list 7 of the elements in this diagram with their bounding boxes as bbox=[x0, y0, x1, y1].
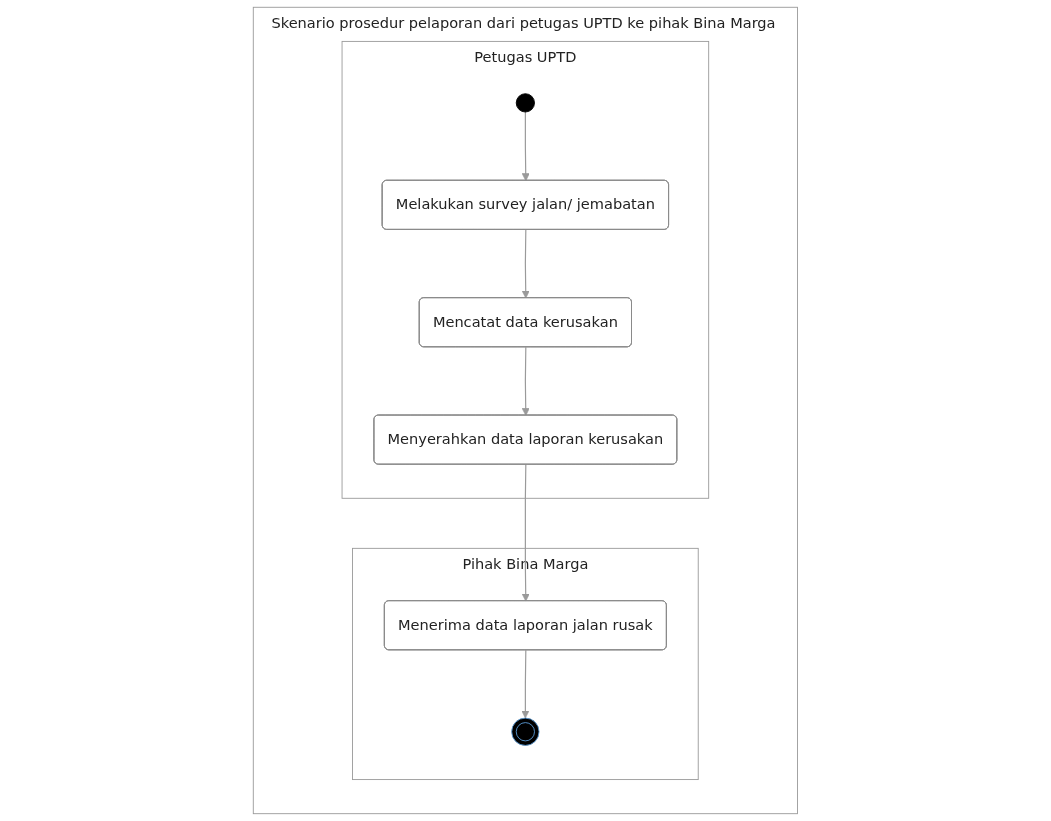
arrow bbox=[521, 111, 530, 182]
arrow bbox=[521, 649, 530, 719]
arrow bbox=[521, 346, 530, 416]
node-circle bbox=[515, 93, 536, 113]
arrow bbox=[521, 229, 530, 299]
arrow bbox=[521, 464, 530, 602]
node-circle bbox=[511, 717, 540, 746]
